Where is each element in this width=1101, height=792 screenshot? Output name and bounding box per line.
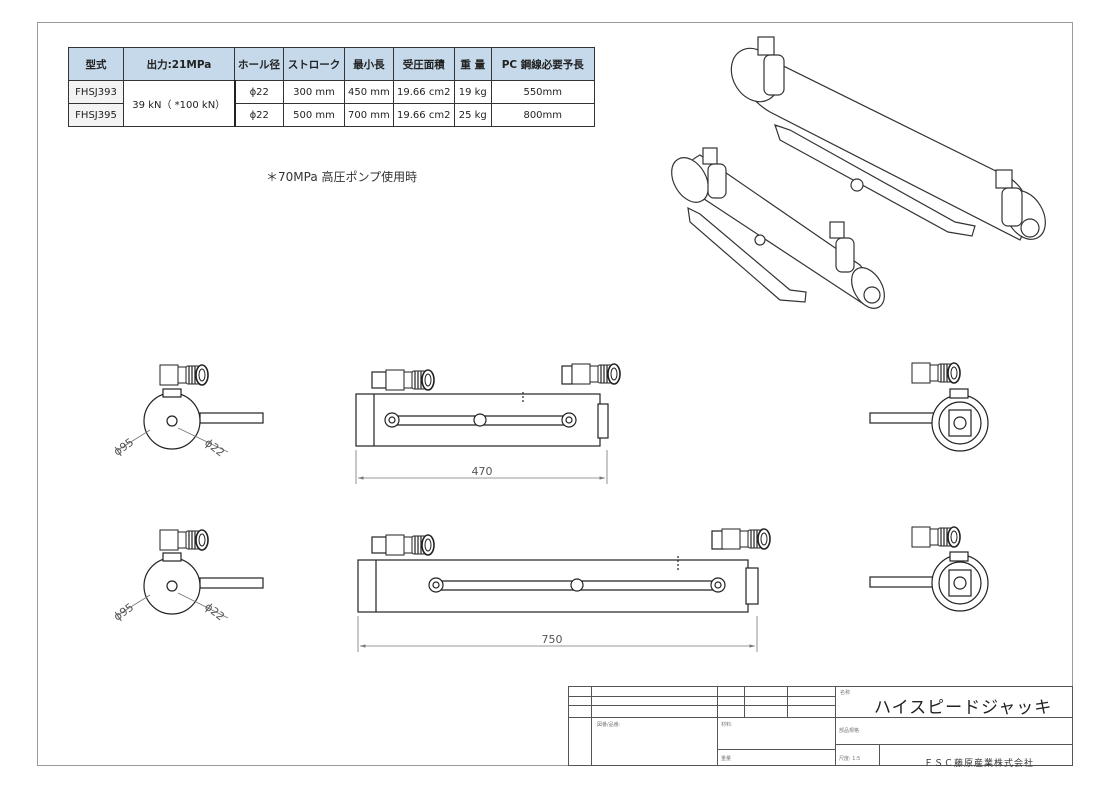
dim-body-dia-2: ϕ95	[111, 601, 136, 624]
row1-weight: 19 kg	[453, 80, 492, 104]
dimension-750	[357, 616, 758, 652]
title-block: 名称 ハイスピードジャッキ 図番/品番: 材料: 部品規格 重量 尺度: 1:5…	[568, 686, 1073, 769]
end-view-right-2	[869, 526, 989, 612]
side-view-short	[355, 363, 621, 447]
row2-model: FHSJ395	[68, 103, 124, 127]
dim-length-470: 470	[472, 465, 493, 478]
drawing-title: ハイスピードジャッキ	[874, 698, 1053, 718]
table-row: FHSJ395 ϕ22 500 mm 700 mm 19.66 cm2 25 k…	[68, 103, 595, 127]
end-view-right-1	[869, 362, 989, 452]
dim-length-750: 750	[542, 633, 563, 646]
scale-label: 尺度: 1:5	[839, 756, 861, 762]
row2-stroke: 500 mm	[283, 103, 345, 127]
part-spec-label: 部品規格	[839, 728, 860, 734]
spec-table: 型式 出力:21MPa ホール径 ストローク 最小長 受圧面積 重 量 PC 鋼…	[68, 47, 595, 127]
side-view-long	[357, 528, 771, 613]
row2-area: 19.66 cm2	[392, 103, 455, 127]
end-view-left-1	[117, 364, 264, 453]
weight-label: 重量	[721, 756, 732, 762]
dim-hole-dia-1: ϕ22	[202, 436, 227, 459]
header-area: 受圧面積	[392, 47, 455, 81]
dim-hole-dia-2: ϕ22	[202, 600, 227, 623]
dim-body-dia-1: ϕ95	[111, 436, 136, 459]
title-name-label: 名称	[840, 690, 851, 696]
row2-min-length: 700 mm	[344, 103, 394, 127]
header-stroke: ストローク	[283, 47, 345, 81]
spec-header-row: 型式 出力:21MPa ホール径 ストローク 最小長 受圧面積 重 量 PC 鋼…	[68, 47, 595, 81]
drawing-border	[37, 22, 1073, 766]
dimension-470	[355, 450, 608, 484]
row1-model: FHSJ393	[68, 80, 124, 104]
output-cell: 39 kN（ *100 kN）	[123, 80, 236, 127]
company-name: ＦＳＣ藤原産業株式会社	[924, 759, 1035, 769]
header-weight: 重 量	[453, 47, 492, 81]
table-row: FHSJ393 39 kN（ *100 kN） ϕ22 300 mm 450 m…	[68, 80, 595, 127]
material-label: 材料:	[721, 722, 733, 728]
drawing-no-label: 図番/品番:	[597, 722, 621, 728]
row1-hole: ϕ22	[234, 80, 284, 104]
pump-note: ＊70MPa 高圧ポンプ使用時	[266, 170, 418, 184]
row2-pc-length: 800mm	[490, 103, 595, 127]
end-view-left-2	[117, 529, 264, 619]
isometric-view	[671, 36, 1046, 309]
row1-min-length: 450 mm	[344, 80, 394, 104]
